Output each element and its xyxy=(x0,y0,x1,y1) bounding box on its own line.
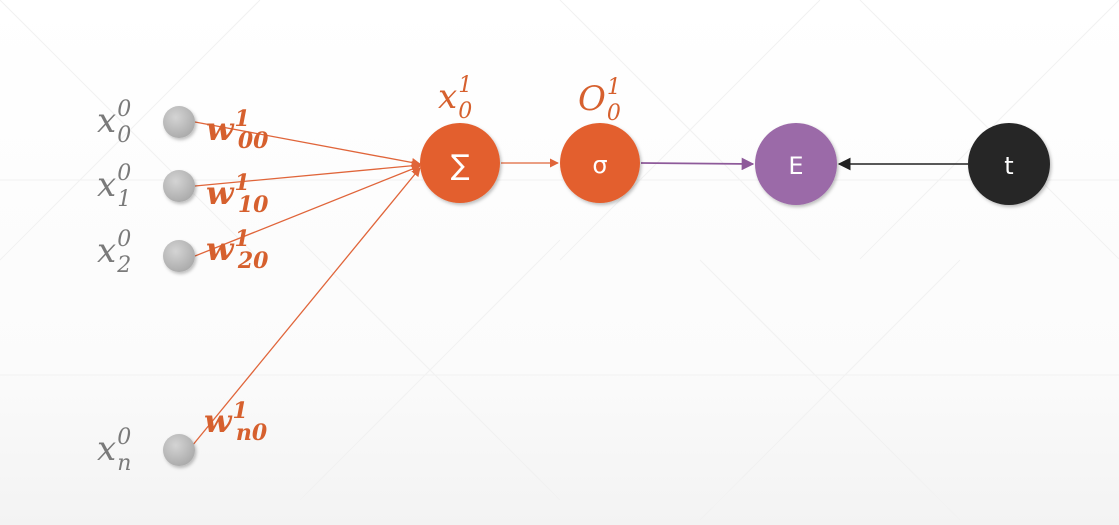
edge-x0-sum xyxy=(194,121,421,167)
error-symbol: E xyxy=(788,152,803,180)
sum-symbol: ∑ xyxy=(451,149,470,182)
sigma-symbol: σ xyxy=(592,151,607,179)
target-node xyxy=(968,123,1050,205)
sigma-node xyxy=(560,123,640,203)
sum-node xyxy=(420,123,500,203)
edge-xn-sum xyxy=(191,167,421,447)
input-node-x0 xyxy=(163,106,195,138)
edge-sigma-error xyxy=(640,157,755,171)
edge-x2-sum xyxy=(194,164,421,257)
input-node-xn xyxy=(163,434,195,466)
edge-x1-sum xyxy=(194,161,421,187)
input-node-x2 xyxy=(163,240,195,272)
input-node-x1 xyxy=(163,170,195,202)
error-node xyxy=(755,123,837,205)
target-symbol: t xyxy=(1004,152,1013,180)
